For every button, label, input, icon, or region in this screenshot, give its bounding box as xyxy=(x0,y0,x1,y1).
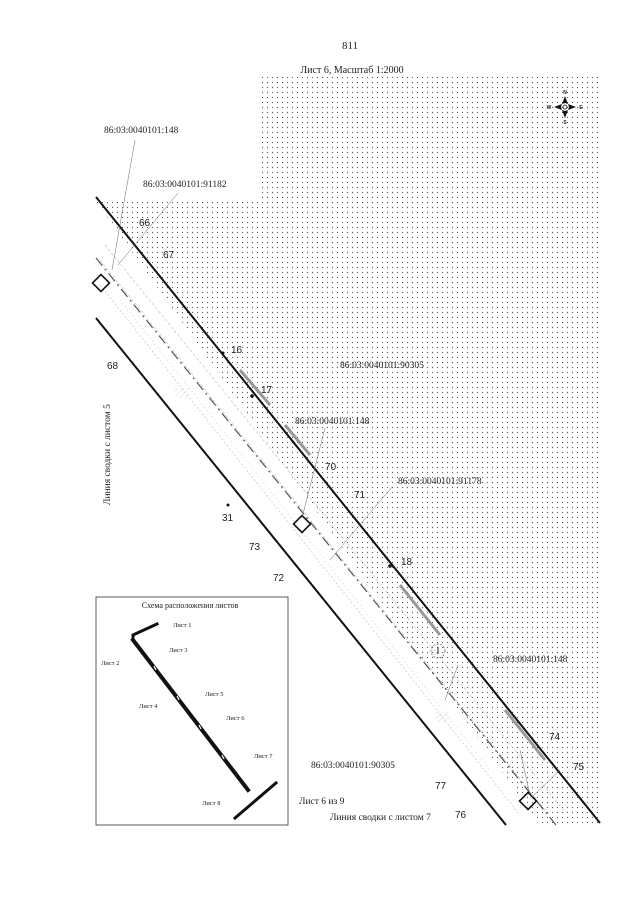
parcel-label: 86:03:0040101:90305 xyxy=(311,761,395,771)
sheet-counter: Лист 6 из 9 xyxy=(299,797,345,807)
parcel-label: 86:03:0040101:148 xyxy=(295,417,370,427)
parcel-label: 86:03:0040101:91182 xyxy=(143,180,227,190)
point-number: 31 xyxy=(222,513,234,524)
point-number: 68 xyxy=(107,361,119,372)
sheet-scale-header: Лист 6, Масштаб 1:2000 xyxy=(300,65,403,76)
point-number: 16 xyxy=(231,345,243,356)
dotted-area xyxy=(95,75,600,825)
zone-marker: I xyxy=(430,643,446,659)
svg-text:Лист 3: Лист 3 xyxy=(169,647,188,654)
svg-text:Лист 2: Лист 2 xyxy=(101,660,120,667)
point-numbers: 66 67 68 16 17 70 71 31 73 72 18 74 75 7… xyxy=(107,218,585,821)
strip-boundaries xyxy=(95,196,601,826)
svg-text:I: I xyxy=(437,646,440,657)
join-line-left: Линия сводки с листом 5 xyxy=(103,404,113,505)
parcel-label: 86:03:0040101:148 xyxy=(104,126,179,136)
svg-text:Лист 1: Лист 1 xyxy=(173,622,192,629)
parcel-label: 86:03:0040101:91178 xyxy=(398,477,482,487)
parcel-labels: 86:03:0040101:148 86:03:0040101:91182 86… xyxy=(104,126,568,771)
compass-rose-icon: N S W E xyxy=(547,90,584,126)
leader-lines xyxy=(111,139,561,798)
parcel-label: 86:03:0040101:90305 xyxy=(340,361,424,371)
parcel-label: 86:03:0040101:148 xyxy=(493,655,568,665)
svg-text:Лист 6: Лист 6 xyxy=(226,715,245,722)
point-number: 70 xyxy=(325,462,337,473)
node-points xyxy=(221,351,392,568)
point-number: 76 xyxy=(455,810,467,821)
svg-text:N: N xyxy=(563,90,567,96)
sheet-layout-inset: Схема расположения листов Лист 1 Лист 2 … xyxy=(95,596,289,826)
inset-title: Схема расположения листов xyxy=(142,601,239,610)
point-number: 73 xyxy=(249,542,261,553)
svg-text:Лист 7: Лист 7 xyxy=(254,753,273,760)
svg-text:S: S xyxy=(563,120,567,126)
join-line-bottom: Линия сводки с листом 7 xyxy=(330,813,431,823)
gray-boundary-segments xyxy=(238,369,547,761)
point-number: 17 xyxy=(261,385,273,396)
svg-text:E: E xyxy=(579,105,583,111)
point-number: 67 xyxy=(163,250,175,261)
page-number: 811 xyxy=(342,40,358,52)
svg-text:Лист 8: Лист 8 xyxy=(202,800,221,807)
point-number: 66 xyxy=(139,218,151,229)
point-number: 77 xyxy=(435,781,447,792)
point-number: 18 xyxy=(401,557,413,568)
svg-text:Лист 5: Лист 5 xyxy=(205,691,224,698)
point-number: 71 xyxy=(354,490,366,501)
point-number: 75 xyxy=(573,762,585,773)
point-number: 74 xyxy=(549,732,561,743)
svg-text:Лист 4: Лист 4 xyxy=(139,703,158,710)
strip-interior xyxy=(99,244,566,816)
svg-text:W: W xyxy=(547,105,552,111)
center-axis-line xyxy=(95,257,557,826)
point-number: 72 xyxy=(273,573,285,584)
